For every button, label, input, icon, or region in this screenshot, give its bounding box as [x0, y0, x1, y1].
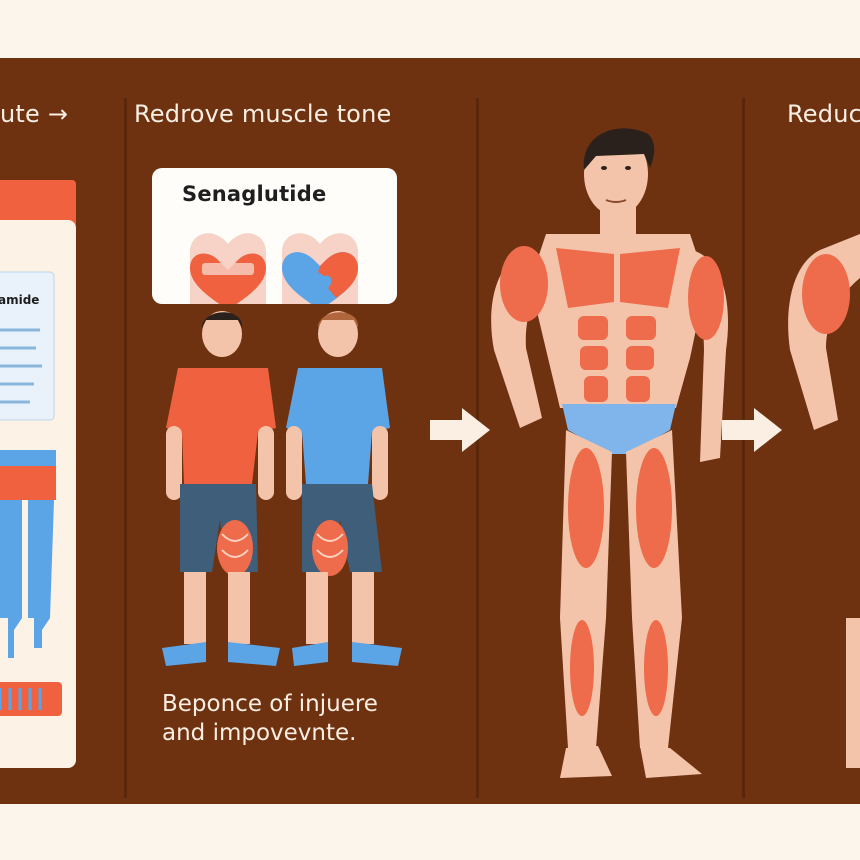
left-panel-caption: ute → [0, 100, 69, 128]
right-panel-caption: Reduc [787, 100, 860, 128]
middle-panel-note: Beponce of injuere and impovevnte. [162, 690, 378, 748]
panel-divider-middle [476, 98, 479, 798]
person-orange-shirt [162, 311, 280, 666]
drug-card-title: Senaglutide [182, 182, 327, 206]
person-blue-shirt [286, 311, 402, 666]
panel-divider-right [742, 98, 745, 798]
muscular-man-figure [491, 128, 729, 778]
note-line-2: and impovevnte. [162, 720, 357, 746]
heart-puzzle-icon [282, 233, 358, 304]
bottle-label-text: amide [0, 293, 39, 307]
drug-card-art [190, 233, 358, 304]
middle-panel-caption: Redrove muscle tone [134, 100, 392, 128]
drug-card: Senaglutide [152, 168, 397, 304]
arrow-right-icon [430, 408, 490, 452]
infographic-band: ute → Redrove muscle tone Reduc Senaglut… [0, 58, 860, 804]
medicine-bottle: amide [0, 180, 76, 768]
illustration-layer: amide [0, 128, 860, 778]
note-line-1: Beponce of injuere [162, 691, 378, 717]
panel-divider-left [124, 98, 127, 798]
heart-icon [190, 233, 266, 304]
arrow-right-icon [722, 408, 782, 452]
partial-muscular-figure [788, 234, 860, 768]
